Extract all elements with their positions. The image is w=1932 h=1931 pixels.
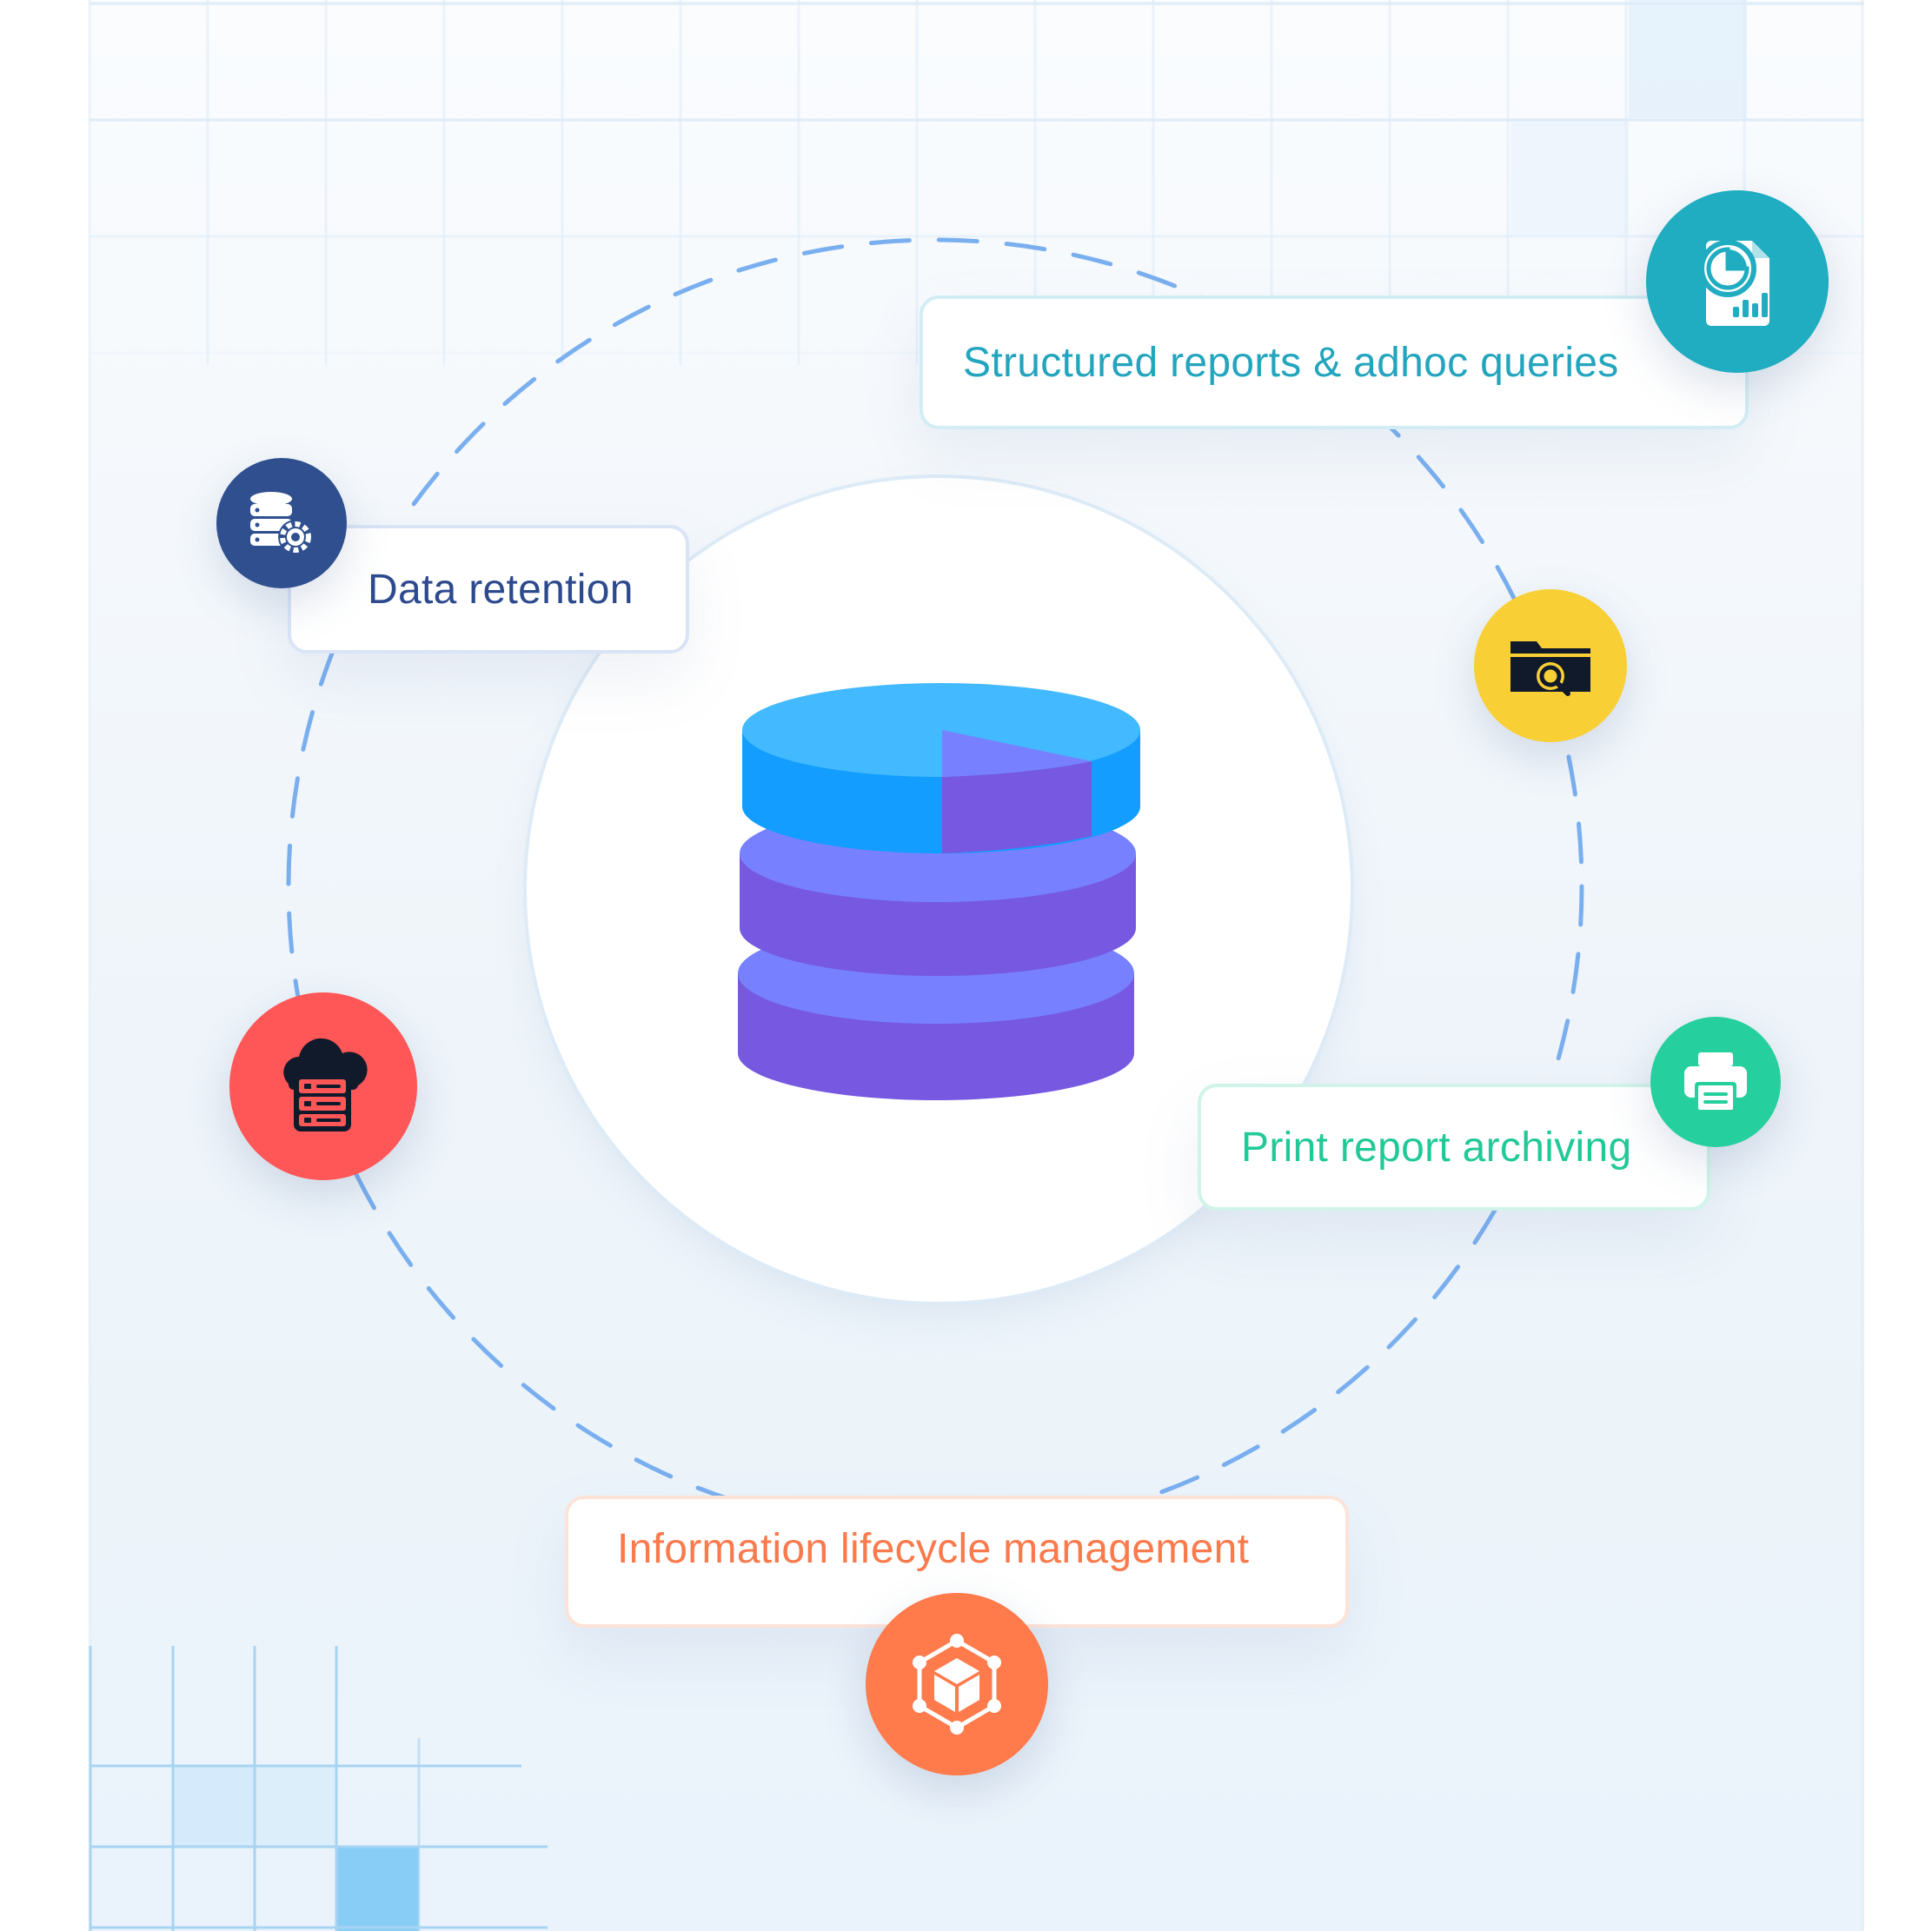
label-data-retention-text: Data retention bbox=[368, 566, 634, 613]
label-data-retention: Data retention bbox=[288, 525, 689, 654]
label-structured-reports: Structured reports & adhoc queries bbox=[920, 295, 1749, 429]
folder-search-icon bbox=[1510, 641, 1590, 696]
report-chart-badge bbox=[1646, 190, 1829, 373]
database-stack-icon bbox=[738, 683, 1140, 1100]
network-cube-badge bbox=[866, 1593, 1048, 1775]
folder-search-badge bbox=[1474, 589, 1627, 742]
database-settings-icon bbox=[250, 492, 313, 554]
network-cube-icon bbox=[913, 1634, 1001, 1735]
report-chart-icon bbox=[1699, 240, 1769, 326]
label-information-lifecycle-text: Information lifecycle management bbox=[617, 1525, 1250, 1572]
database-settings-badge bbox=[216, 458, 347, 588]
label-print-report-archiving-text: Print report archiving bbox=[1241, 1124, 1632, 1171]
cloud-server-icon bbox=[283, 1038, 368, 1131]
label-print-report-archiving: Print report archiving bbox=[1198, 1084, 1710, 1211]
cloud-server-badge bbox=[229, 992, 417, 1180]
printer-badge bbox=[1650, 1017, 1781, 1147]
bottom-left-grid bbox=[89, 1646, 548, 1931]
printer-icon bbox=[1684, 1052, 1747, 1111]
label-structured-reports-text: Structured reports & adhoc queries bbox=[963, 339, 1619, 386]
